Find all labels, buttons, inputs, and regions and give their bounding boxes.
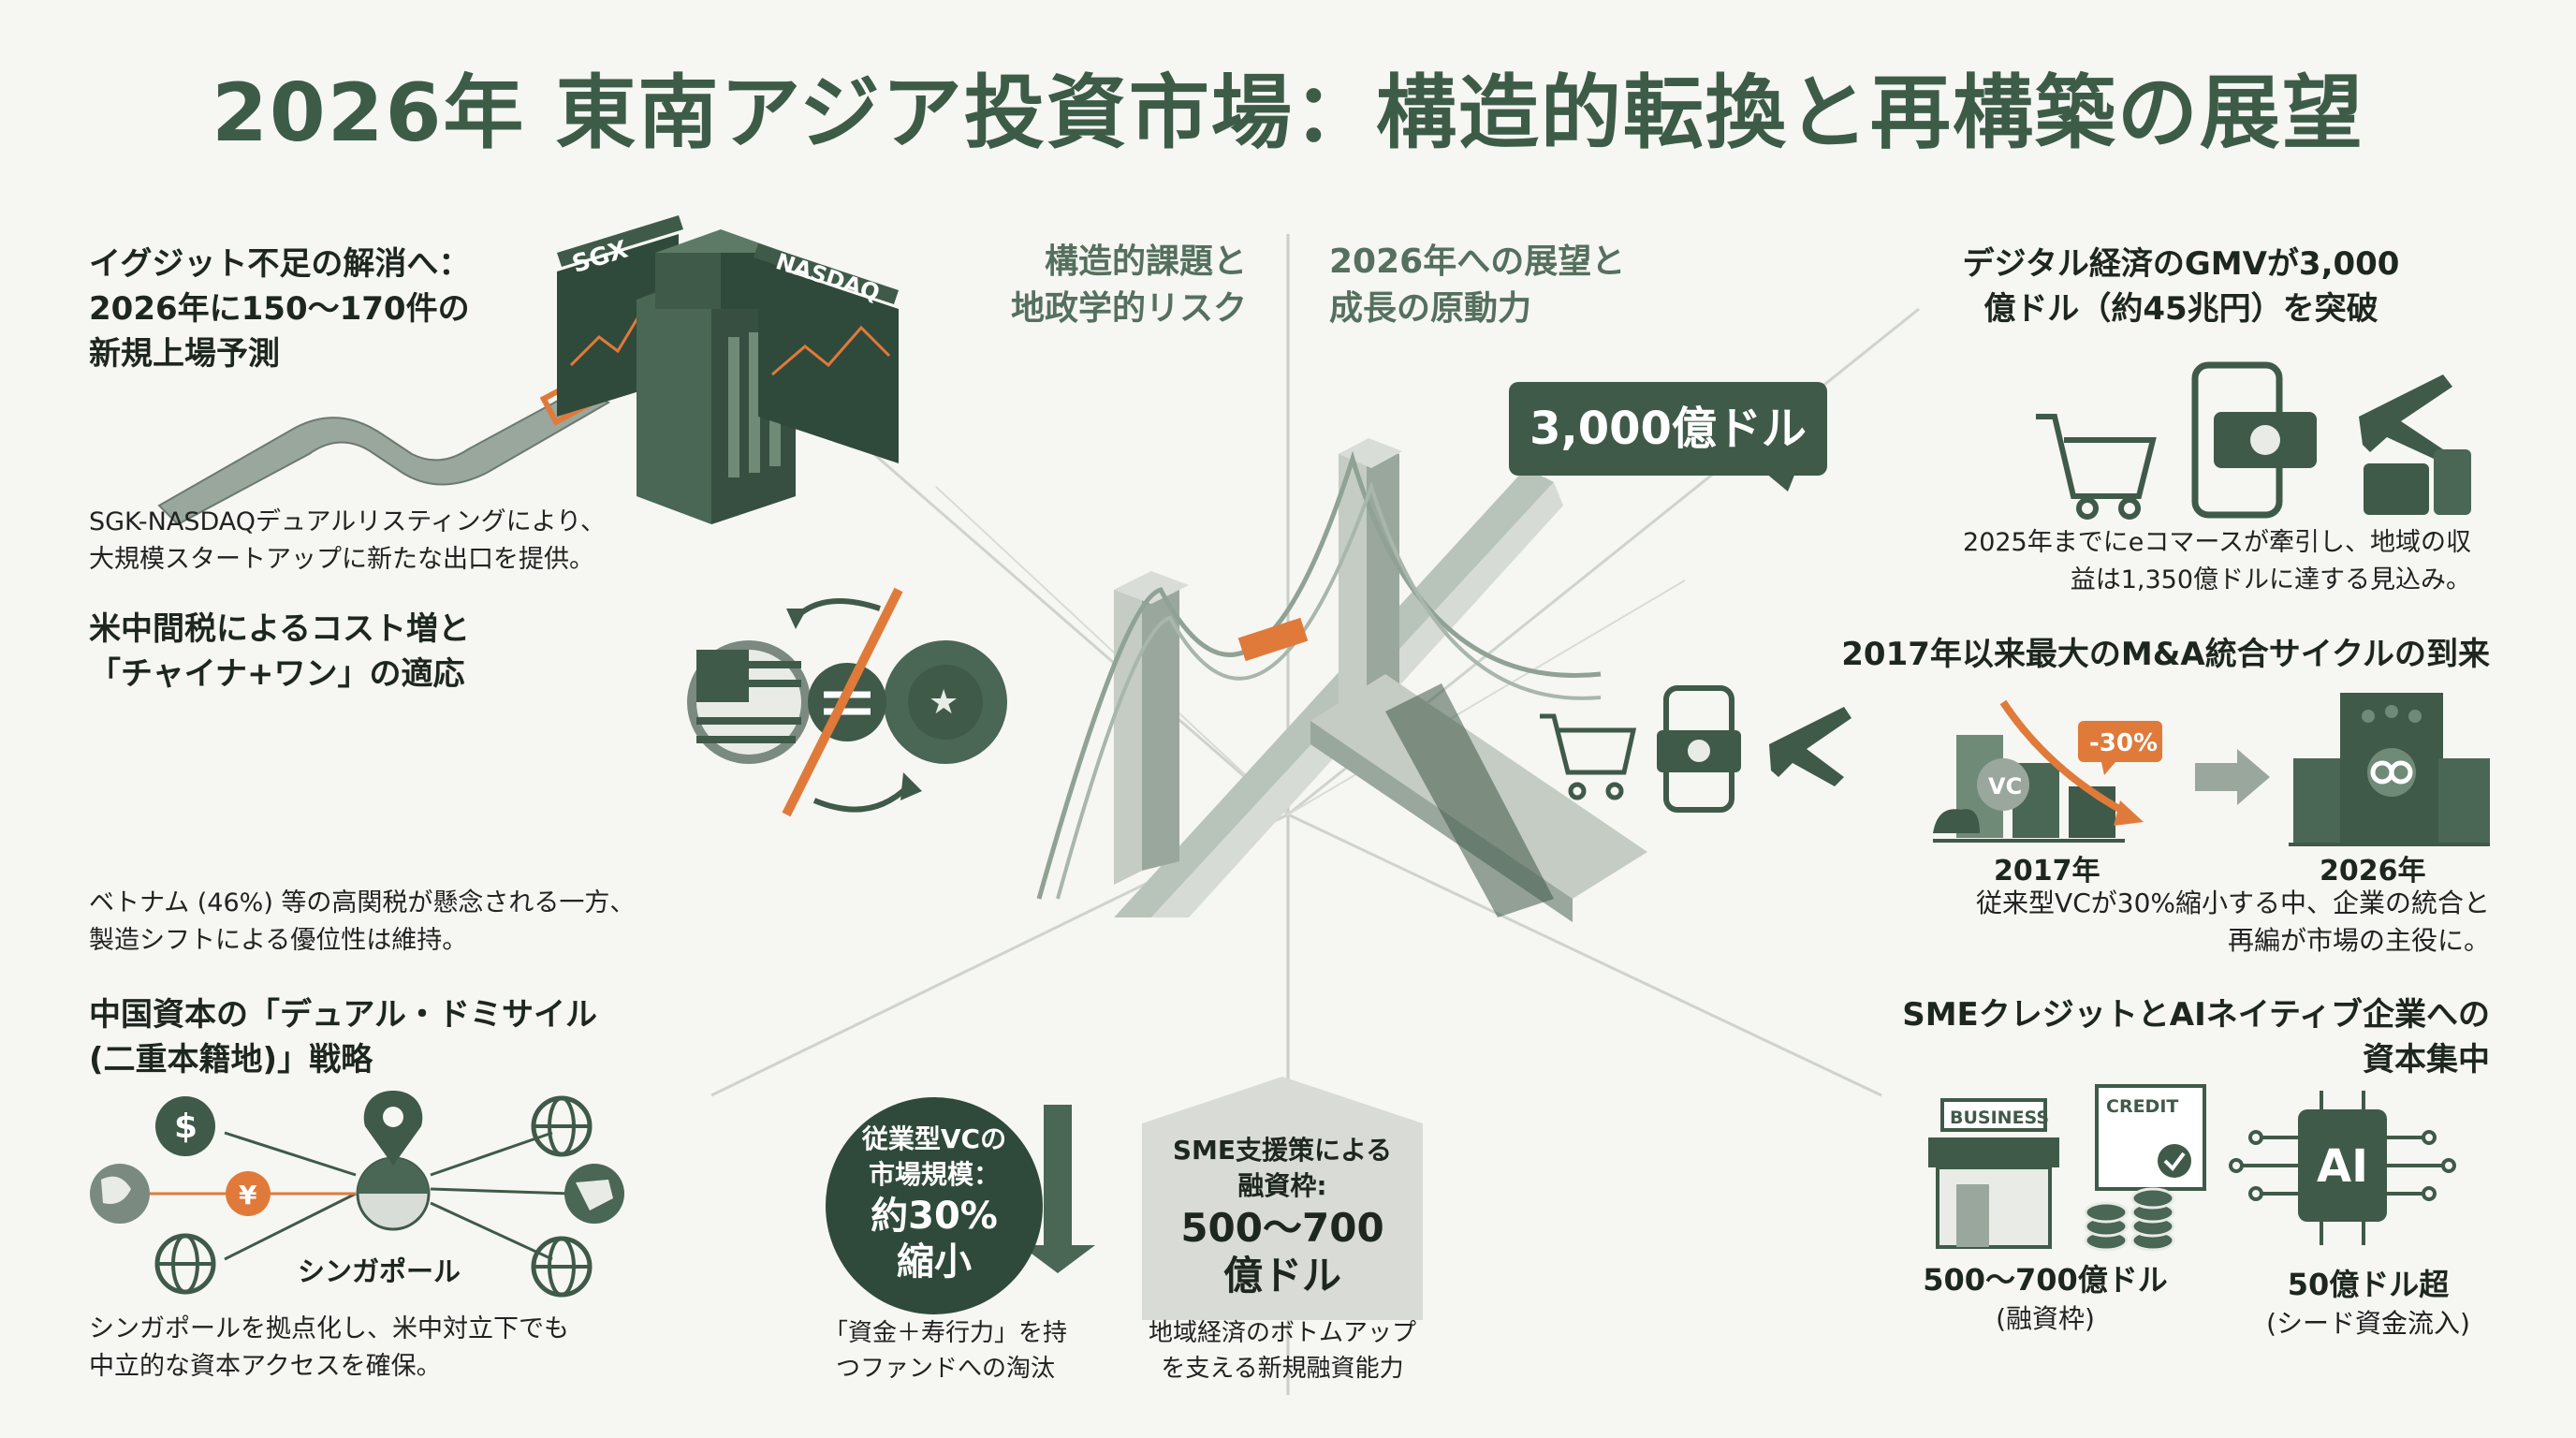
tariff-body: ベトナム (46%) 等の高関税が懸念される一方、 製造シフトによる優位性は維持… (89, 888, 636, 955)
page-title: 2026年 東南アジア投資市場：構造的転換と再構築の展望 (212, 66, 2364, 160)
nasdaq-board: NASDAQ (754, 243, 899, 463)
globe-icon (531, 1236, 593, 1298)
svg-text:-30%: -30% (2089, 729, 2158, 757)
vc-chart-icon: VC (1933, 735, 2125, 843)
svg-text:$: $ (174, 1108, 198, 1146)
yen-coin-icon: ¥ (226, 1171, 271, 1216)
sme-caption: 地域経済のボトムアップ を支える新規融資能力 (1148, 1319, 1416, 1383)
ai-chip-icon (2229, 1091, 2456, 1245)
credit-document-icon: CREDIT (2095, 1084, 2206, 1191)
svg-text:★: ★ (929, 683, 959, 722)
sme-house-text: SME支援策による 融資枠: 500〜700 億ドル (1172, 1135, 1393, 1299)
stock-exchange-illustration: SGX NASDAQ (157, 215, 899, 526)
globe-icon (531, 1095, 593, 1157)
svg-text:¥: ¥ (239, 1180, 257, 1211)
sme-house-shape (1142, 1077, 1423, 1320)
minus-30-badge: -30% (2078, 721, 2162, 775)
globe-icon (154, 1233, 216, 1295)
svg-text:BUSINESS: BUSINESS (1950, 1108, 2049, 1128)
airplane-icon (1769, 707, 1852, 786)
sme-ai-heading: SMEクレジットとAIネイティブ企業への 資本集中 (1902, 996, 2490, 1078)
bridge-illustration (1036, 438, 1647, 922)
mna-heading: 2017年以来最大のM&A統合サイクルの到来 (1841, 636, 2490, 673)
exit-heading: イグジット不足の解消へ： 2026年に150〜170件の 新規上場予測 (89, 245, 471, 373)
year-2017-label: 2017年 (1994, 855, 2100, 888)
vc-shrink-illustration (1020, 1105, 1095, 1273)
svg-text:AI: AI (2317, 1140, 2368, 1193)
dollar-coin-icon: $ (155, 1096, 215, 1156)
sme-ai-illustration: BUSINESS CREDIT AI (1928, 1084, 2456, 1252)
storefront-icon: BUSINESS (1928, 1098, 2059, 1249)
arrow-right-icon (2195, 749, 2270, 805)
gmv-heading: デジタル経済のGMVが3,000 億ドル（約45兆円）を突破 (1962, 245, 2400, 328)
trade-gears-illustration: ★ (687, 587, 1007, 817)
domicile-body: シンガポールを拠点化し、米中対立下でも 中立的な資本アクセスを確保。 (89, 1314, 569, 1381)
merged-company-building-icon (2289, 693, 2490, 846)
domicile-heading: 中国資本の「デュアル・ドミサイル (二重本籍地)」戦略 (89, 996, 597, 1078)
gmv-body: 2025年までにeコマースが牽引し、地域の収 益は1,350億ドルに達する見込み… (1963, 528, 2471, 594)
shopping-cart-icon (1540, 713, 1637, 800)
singapore-label: シンガポール (298, 1255, 461, 1287)
center-left-heading: 構造的課題と 地政学的リスク (1010, 242, 1247, 328)
exit-body: SGK-NASDAQデュアルリスティングにより、 大規模スタートアップに新たな出… (89, 507, 606, 574)
coin-stack-icon (2084, 1187, 2175, 1252)
mna-body: 従来型VCが30%縮小する中、企業の統合と 再編が市場の主役に。 (1976, 888, 2490, 956)
center-right-heading: 2026年への展望と 成長の原動力 (1329, 242, 1626, 328)
vc-caption: 「資金＋寿行力」を持 つファンドへの淘汰 (823, 1319, 1067, 1383)
gmv-callout: 3,000億ドル (1509, 382, 1827, 476)
ai-seed-value: 50億ドル超 (シード資金流入) (2266, 1267, 2470, 1339)
vc-market-circle: 従業型VCの 市場規模： 約30% 縮小 (826, 1097, 1043, 1314)
sme-credit-value: 500〜700億ドル (融資枠) (1923, 1262, 2168, 1334)
svg-text:CREDIT: CREDIT (2106, 1096, 2178, 1117)
world-globe-icon (90, 1164, 150, 1224)
singapore-hub-diagram: $ ¥ (90, 1091, 624, 1298)
mna-illustration: VC -30% (1933, 693, 2490, 846)
svg-text:VC: VC (1988, 773, 2022, 800)
year-2026-label: 2026年 (2320, 855, 2426, 888)
china-flag-gear-icon: ★ (884, 640, 1007, 764)
tariff-heading: 米中間税によるコスト増と 「チャイナ+ワン」の適応 (89, 610, 470, 693)
us-flag-gear-icon (687, 640, 811, 764)
airplane-luggage-icon (2359, 374, 2471, 515)
ecommerce-icons (1540, 685, 1852, 813)
singapore-pin-icon (356, 1091, 431, 1231)
cycle-arrow-icon (793, 598, 881, 621)
mobile-payment-icon (2191, 361, 2317, 519)
mobile-payment-icon (1657, 685, 1741, 813)
shopping-cart-icon (2036, 414, 2157, 520)
digital-economy-icons (2036, 361, 2471, 520)
world-map-icon (564, 1164, 624, 1224)
